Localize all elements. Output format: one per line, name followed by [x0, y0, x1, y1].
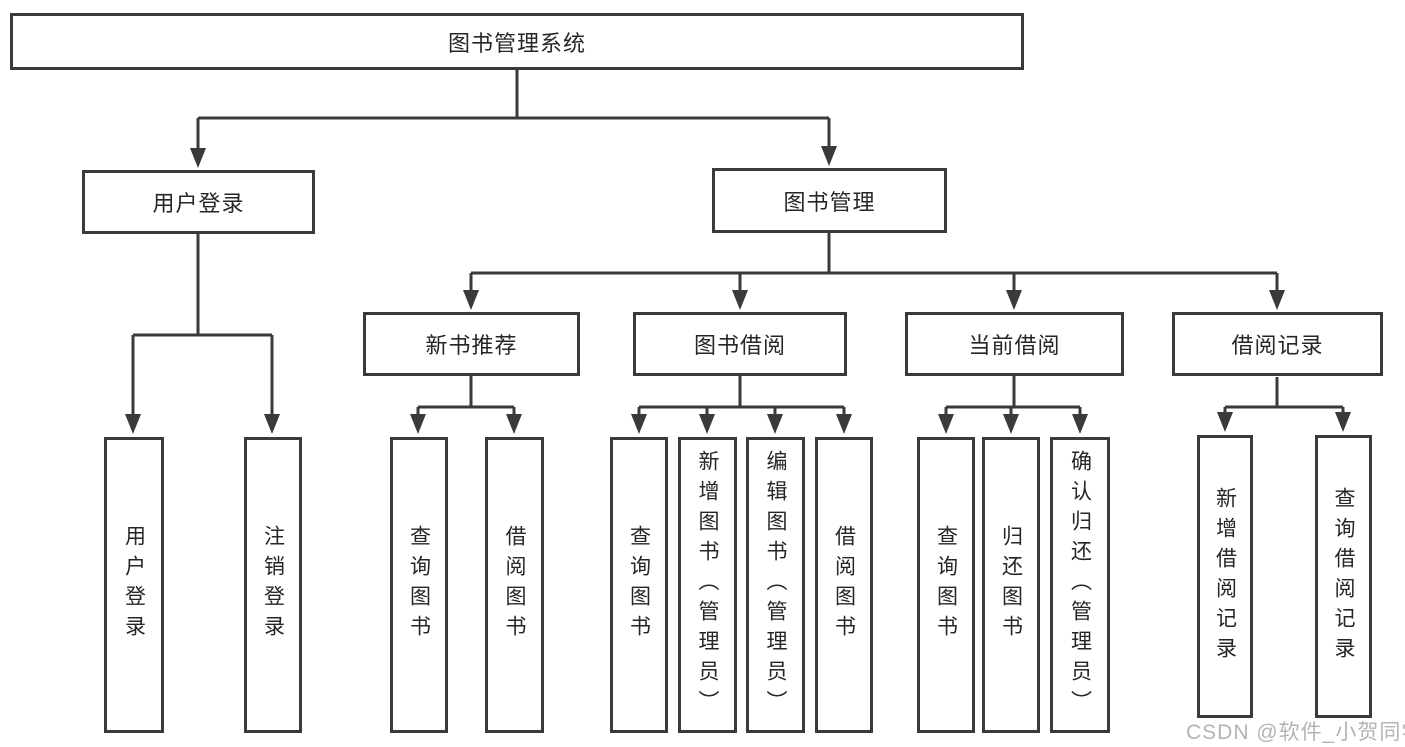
node-book-management: 图书管理	[712, 168, 947, 233]
leaf-user-login: 用户登录	[104, 437, 164, 733]
leaf-add-borrow-record: 新增借阅记录	[1197, 435, 1253, 718]
leaf-logout-login: 注销登录	[244, 437, 302, 733]
leaf-recommend-query-book: 查询图书	[390, 437, 448, 733]
csdn-watermark: CSDN @软件_小贺同学	[1186, 721, 1405, 744]
leaf-borrow-borrow-book: 借阅图书	[815, 437, 873, 733]
leaf-add-book-admin: 新增图书（管理员）	[678, 437, 737, 733]
leaf-current-query-book: 查询图书	[917, 437, 975, 733]
leaf-borrow-query-book: 查询图书	[610, 437, 668, 733]
leaf-confirm-return-admin: 确认归还（管理员）	[1050, 437, 1110, 733]
leaf-return-book: 归还图书	[982, 437, 1040, 733]
leaf-query-borrow-record: 查询借阅记录	[1315, 435, 1372, 718]
arrowheads	[125, 146, 1351, 434]
leaf-recommend-borrow-book: 借阅图书	[485, 437, 544, 733]
node-user-login: 用户登录	[82, 170, 315, 234]
node-book-borrow: 图书借阅	[633, 312, 847, 376]
node-root: 图书管理系统	[10, 13, 1024, 70]
node-new-book-recommend: 新书推荐	[363, 312, 580, 376]
node-borrow-records: 借阅记录	[1172, 312, 1383, 376]
node-current-borrow: 当前借阅	[905, 312, 1124, 376]
leaf-edit-book-admin: 编辑图书（管理员）	[746, 437, 805, 733]
